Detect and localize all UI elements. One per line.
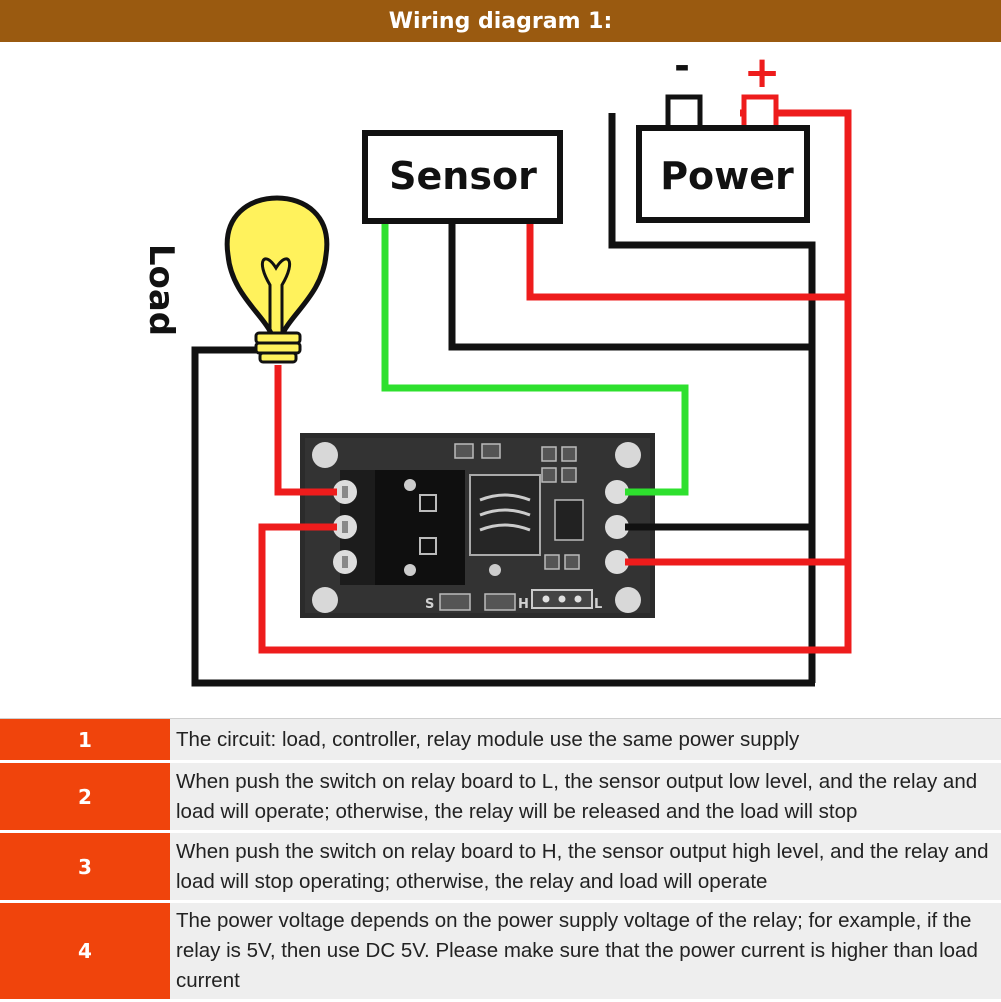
note-text: The circuit: load, controller, relay mod…	[170, 719, 1001, 763]
note-row: 4 The power voltage depends on the power…	[0, 903, 1001, 1002]
sensor-vcc-wire	[526, 222, 848, 301]
notes-table: 1 The circuit: load, controller, relay m…	[0, 718, 1001, 1002]
sensor-label: Sensor	[389, 154, 537, 198]
note-number: 1	[0, 719, 170, 763]
load-label: Load	[141, 244, 181, 336]
power-label: Power	[660, 154, 794, 198]
power-positive-wire	[258, 109, 852, 654]
mounting-hole	[312, 442, 338, 468]
note-text: The power voltage depends on the power s…	[170, 903, 1001, 1002]
load-to-relay-wire	[274, 365, 337, 496]
power-negative-wire	[608, 113, 816, 683]
power-supply-block: Power - +	[636, 44, 810, 223]
silkscreen-h-label: H	[518, 597, 529, 612]
light-bulb-icon	[224, 195, 330, 364]
mounting-hole	[615, 587, 641, 613]
load-terminal-block	[333, 480, 357, 574]
control-terminal-block	[605, 480, 629, 574]
sensor-signal-wire	[381, 222, 689, 496]
wiring-diagram-svg: S H L Sensor	[141, 44, 852, 687]
note-number: 4	[0, 903, 170, 1002]
silkscreen-s-label: S	[425, 597, 434, 612]
mounting-hole	[615, 442, 641, 468]
note-text: When push the switch on relay board to L…	[170, 763, 1001, 833]
diagram-title: Wiring diagram 1:	[388, 8, 613, 34]
mounting-hole	[312, 587, 338, 613]
minus-sign: -	[674, 44, 690, 88]
note-row: 3 When push the switch on relay board to…	[0, 833, 1001, 903]
plus-sign: +	[744, 47, 781, 98]
wires	[191, 109, 852, 687]
note-number: 3	[0, 833, 170, 903]
positive-terminal	[741, 94, 779, 132]
silkscreen-l-label: L	[594, 597, 602, 612]
note-row: 1 The circuit: load, controller, relay m…	[0, 719, 1001, 763]
note-text: When push the switch on relay board to H…	[170, 833, 1001, 903]
negative-terminal	[665, 94, 703, 132]
sensor-block: Sensor	[362, 130, 563, 224]
note-number: 2	[0, 763, 170, 833]
note-row: 2 When push the switch on relay board to…	[0, 763, 1001, 833]
load-return-wire	[191, 346, 815, 687]
diagram-title-bar: Wiring diagram 1:	[0, 0, 1001, 42]
sensor-gnd-wire	[448, 222, 812, 351]
wiring-diagram: S H L Sensor	[0, 42, 1001, 706]
relay-board: S H L	[300, 433, 655, 618]
